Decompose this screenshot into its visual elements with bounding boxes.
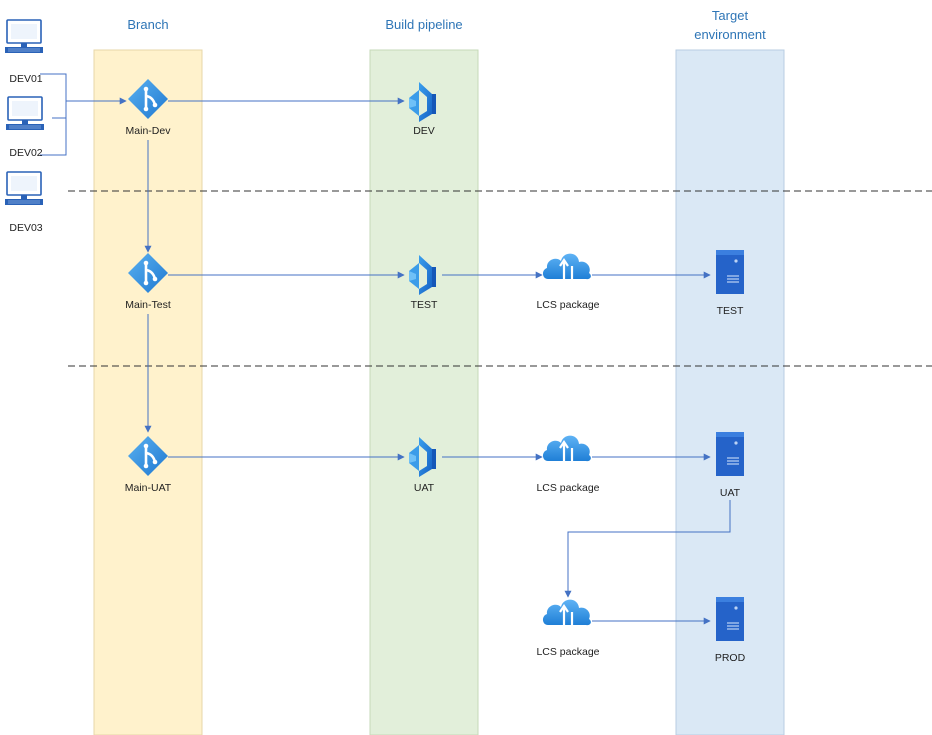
developer-label: DEV01 — [9, 73, 42, 85]
computer-icon — [5, 96, 45, 131]
lcs-cloud-icon — [541, 434, 592, 474]
server-icon — [715, 431, 745, 477]
pipeline-label: UAT — [414, 482, 435, 494]
developer-label: DEV02 — [9, 147, 42, 159]
environment-label: TEST — [717, 305, 744, 317]
lcs-package-label: LCS package — [536, 482, 599, 494]
developer-connectors — [40, 73, 127, 156]
target-environment-header-line1: Target — [712, 8, 749, 23]
server-icon — [715, 249, 745, 295]
build-pipeline-lane — [369, 49, 479, 735]
lcs-package-label: LCS package — [536, 646, 599, 658]
target-environment-header-line2: environment — [694, 27, 766, 42]
build-pipeline-header: Build pipeline — [385, 17, 462, 32]
branch-label: Main-Dev — [126, 125, 172, 137]
environment-label: PROD — [715, 652, 746, 664]
developer-label: DEV03 — [9, 222, 42, 234]
computer-icon — [4, 19, 44, 54]
server-icon — [715, 596, 745, 642]
pipeline-label: TEST — [411, 299, 438, 311]
arrow-uat-env-to-lcs — [564, 500, 731, 598]
branch-label: Main-UAT — [125, 482, 172, 494]
environment-label: UAT — [720, 487, 741, 499]
branch-label: Main-Test — [125, 299, 171, 311]
lcs-package-label: LCS package — [536, 299, 599, 311]
pipeline-label: DEV — [413, 125, 435, 137]
lcs-cloud-icon — [541, 598, 592, 638]
computer-icon — [4, 171, 44, 206]
lcs-cloud-icon — [541, 252, 592, 292]
branch-header: Branch — [127, 17, 168, 32]
connectors — [144, 97, 731, 625]
